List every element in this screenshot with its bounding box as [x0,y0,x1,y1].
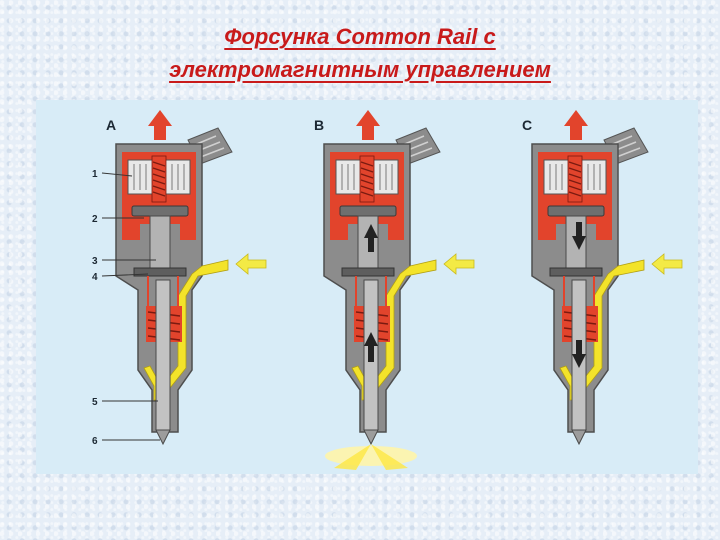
callout-4: 4 [92,272,98,283]
title-line-1: Форсунка Common Rail с [224,24,496,49]
injector-c [531,110,683,445]
callout-5: 5 [92,397,98,408]
title-line-2: электромагнитным управлением [169,57,551,82]
injector-diagram: A B C 1 2 3 4 5 6 [36,100,698,474]
callout-3: 3 [92,256,98,267]
callout-1: 1 [92,169,98,180]
callout-2: 2 [92,214,98,225]
injector-b [323,110,475,470]
callout-6: 6 [92,436,98,447]
callout-leaders [101,172,160,441]
injector-diagram-svg: A B C 1 2 3 4 5 6 [92,110,683,470]
panel-label-a: A [106,117,116,133]
injector-a [115,110,267,445]
panel-label-c: C [522,117,532,133]
page-title: Форсунка Common Rail с электромагнитным … [0,20,720,86]
panel-label-b: B [314,117,324,133]
